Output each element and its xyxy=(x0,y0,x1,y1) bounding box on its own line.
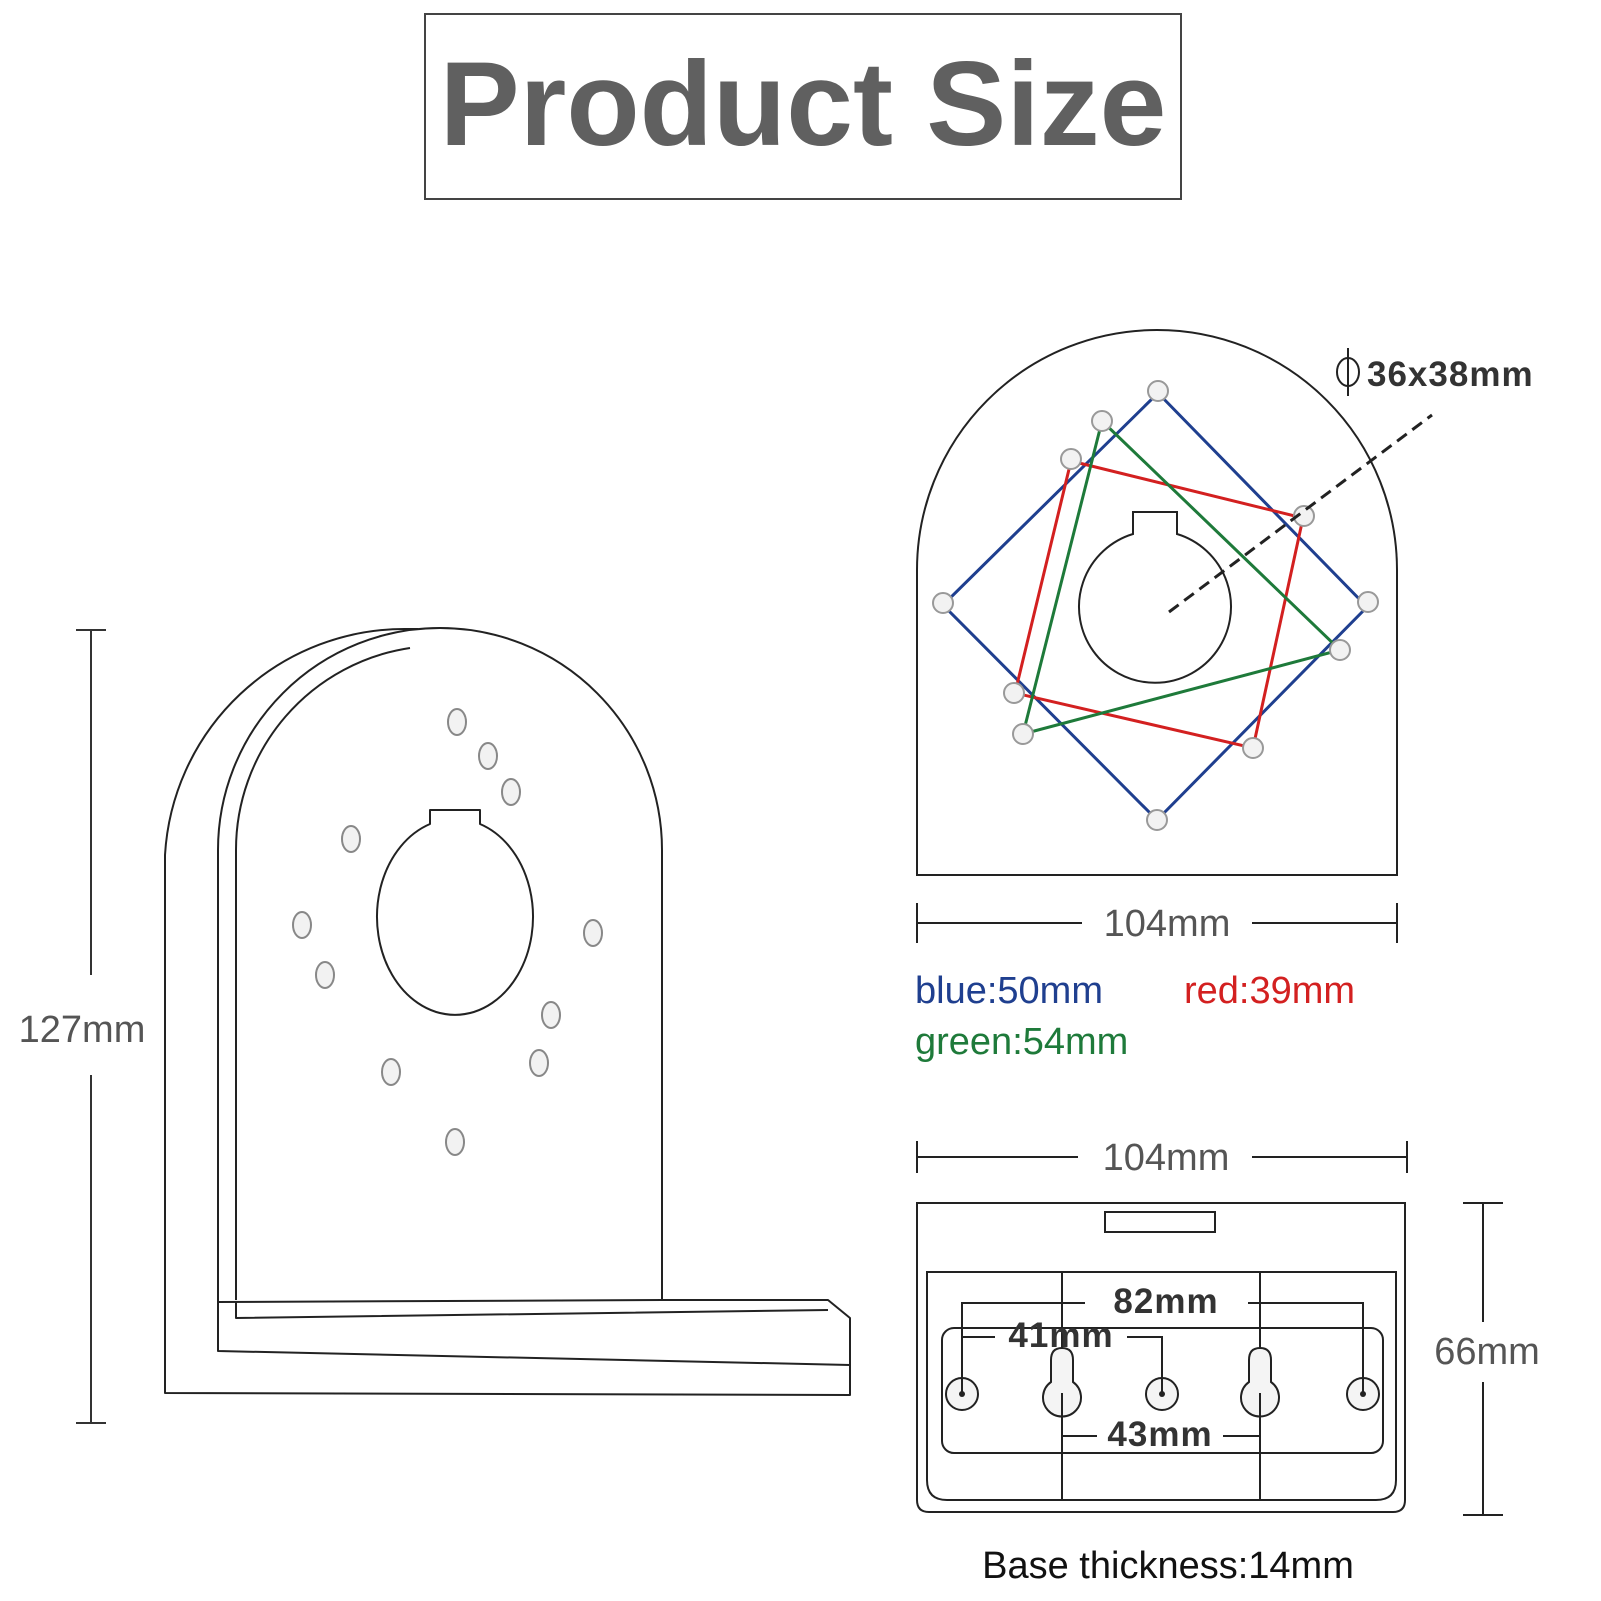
hole-diameter-label: 36x38mm xyxy=(1367,355,1534,394)
screw-hole-icon xyxy=(583,919,603,947)
screw-hole-icon xyxy=(932,592,954,614)
screw-hole-icon xyxy=(1146,809,1168,831)
legend-green: green:54mm xyxy=(915,1021,1128,1063)
base-mount-plate xyxy=(941,1327,1384,1454)
screw-hole-icon xyxy=(381,1058,401,1086)
screw-hole-icon xyxy=(541,1001,561,1029)
screw-hole-icon xyxy=(1060,448,1082,470)
height-label: 127mm xyxy=(19,1009,146,1051)
top-width-dimension xyxy=(916,903,1398,943)
height-dimension xyxy=(76,629,106,1424)
base-hole-dimensions xyxy=(961,1302,1364,1437)
keyhole-icon xyxy=(1042,1346,1082,1418)
screw-hole-icon xyxy=(1329,639,1351,661)
screw-hole-icon xyxy=(529,1049,549,1077)
screw-hole-icon xyxy=(341,825,361,853)
title-frame xyxy=(424,13,1182,200)
base-outline xyxy=(916,1202,1406,1513)
bracket-3d-view xyxy=(164,627,851,1396)
bracket-back-outline xyxy=(164,627,418,1385)
bracket-base xyxy=(164,1299,851,1396)
page-title: Product Size xyxy=(440,37,1167,171)
dimension-dots xyxy=(959,1391,1366,1397)
screw-hole-icon xyxy=(478,742,498,770)
front-plate-outline xyxy=(916,328,1398,876)
screw-hole-icon xyxy=(1242,737,1264,759)
front-view xyxy=(916,328,1398,876)
screw-hole-icon xyxy=(1147,380,1169,402)
front-cable-hole xyxy=(1078,511,1232,684)
screw-hole-icon xyxy=(447,708,467,736)
screw-hole-icon xyxy=(292,911,312,939)
depth-dimension xyxy=(1463,1202,1503,1516)
diameter-icon xyxy=(1336,348,1360,396)
pattern-blue-square xyxy=(940,390,1370,823)
base-thickness-label: Base thickness:14mm xyxy=(982,1545,1354,1587)
depth-label: 66mm xyxy=(1434,1331,1540,1373)
diameter-leader-line xyxy=(1168,413,1433,614)
pattern-green-triangle xyxy=(1020,418,1343,737)
keyhole-icon xyxy=(1240,1346,1280,1418)
screw-hole-icon xyxy=(1012,723,1034,745)
screw-hole-icon xyxy=(315,961,335,989)
screw-hole-icon xyxy=(1357,591,1379,613)
front-screw-holes xyxy=(932,380,1379,831)
bracket-front-plate xyxy=(217,627,663,1302)
base-slot xyxy=(1104,1211,1216,1233)
top-width-label: 104mm xyxy=(1104,903,1231,945)
bottom-width-dimension xyxy=(916,1141,1408,1173)
holes-outer-label: 82mm xyxy=(1113,1282,1218,1321)
bracket-screw-holes xyxy=(292,708,603,1156)
bracket-front-inner-edge xyxy=(234,647,411,1300)
legend-red: red:39mm xyxy=(1184,970,1355,1012)
legend-blue: blue:50mm xyxy=(915,970,1103,1012)
pattern-red-square xyxy=(1013,459,1305,750)
screw-hole-icon xyxy=(501,778,521,806)
screw-hole-icon xyxy=(445,1128,465,1156)
keyholes-label: 43mm xyxy=(1107,1415,1212,1454)
bracket-base-top xyxy=(235,1302,829,1319)
bracket-cable-hole xyxy=(376,809,534,1016)
holes-inner-label: 41mm xyxy=(1008,1316,1113,1355)
screw-hole-icon xyxy=(1293,505,1315,527)
screw-hole-icon xyxy=(1003,682,1025,704)
base-inner-tray xyxy=(926,1271,1397,1501)
screw-hole-icon xyxy=(1091,410,1113,432)
bottom-width-label: 104mm xyxy=(1103,1137,1230,1179)
